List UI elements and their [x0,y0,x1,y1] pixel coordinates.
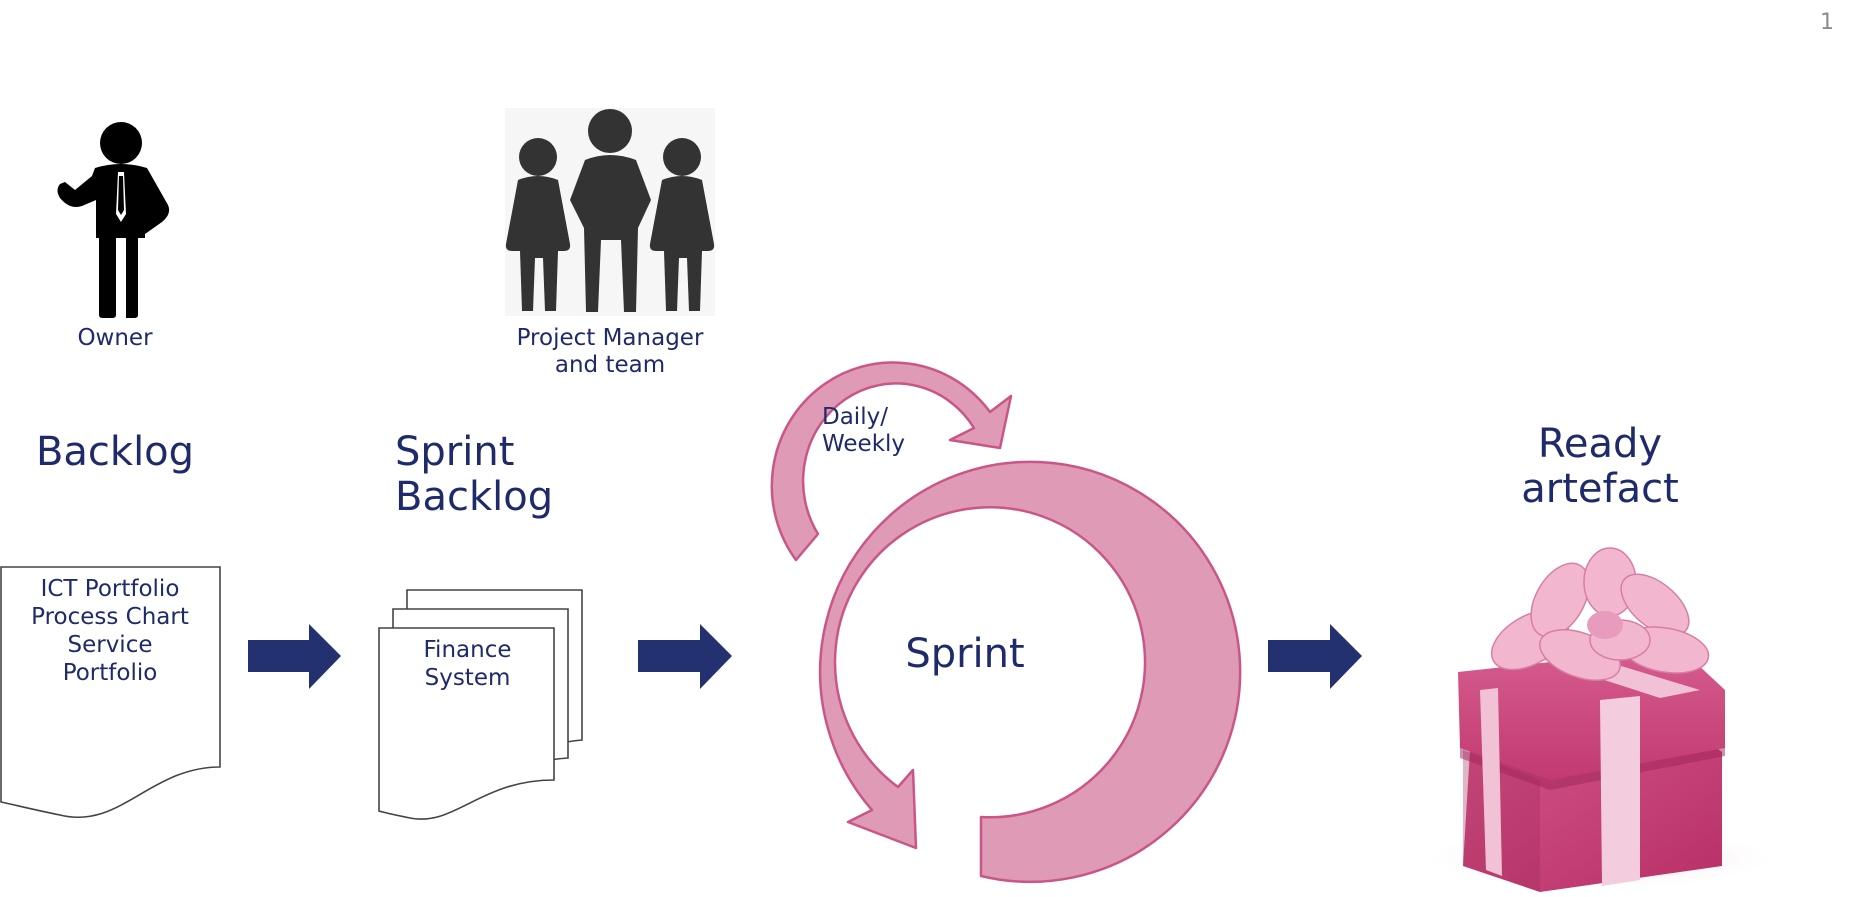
team-label: Project Manager and team [516,325,704,378]
daily-weekly-label: Daily/ Weekly [822,404,906,457]
arrow-sprint-backlog-to-cycle [638,624,732,689]
sprint-backlog-title: Sprint Backlog [395,429,554,520]
team-icon [505,108,715,316]
sprint-label: Sprint [905,631,1025,677]
daily-loop-arrow [770,361,1013,562]
arrow-cycle-to-ready [1268,624,1362,689]
sprint-backlog-document-text: Finance System [423,637,512,691]
backlog-document-text: ICT Portfolio Process Chart Service Port… [31,576,189,686]
owner-label: Owner [77,325,153,351]
sprint-cycle-ring [818,460,1242,884]
backlog-title: Backlog [35,429,195,475]
page-number: 1 [1820,10,1834,35]
ready-artefact-title: Ready artefact [1521,421,1679,512]
sprint-backlog-documents [378,589,583,820]
gift-icon [1420,547,1780,892]
arrow-backlog-to-sprint [248,624,341,689]
businessman-icon [57,122,170,318]
backlog-document [0,566,221,818]
